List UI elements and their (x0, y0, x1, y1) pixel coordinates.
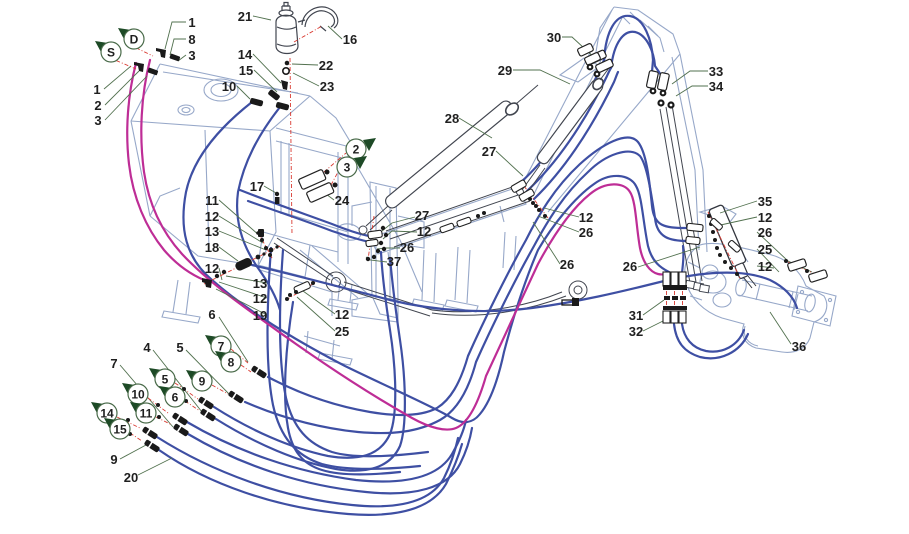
svg-text:36: 36 (792, 339, 806, 354)
svg-text:5: 5 (162, 373, 169, 387)
svg-text:7: 7 (110, 356, 117, 371)
svg-text:17: 17 (250, 179, 264, 194)
svg-text:19: 19 (253, 308, 267, 323)
svg-text:21: 21 (238, 9, 252, 24)
svg-text:12: 12 (335, 307, 349, 322)
svg-text:3: 3 (188, 48, 195, 63)
svg-text:1: 1 (93, 82, 100, 97)
svg-text:6: 6 (172, 391, 179, 405)
svg-text:26: 26 (560, 257, 574, 272)
svg-text:26: 26 (623, 259, 637, 274)
svg-text:33: 33 (709, 64, 723, 79)
svg-text:26: 26 (400, 240, 414, 255)
svg-text:22: 22 (319, 58, 333, 73)
svg-text:34: 34 (709, 79, 724, 94)
svg-text:12: 12 (417, 224, 431, 239)
svg-text:4: 4 (143, 340, 151, 355)
svg-text:10: 10 (222, 79, 236, 94)
svg-text:8: 8 (188, 32, 195, 47)
svg-text:6: 6 (208, 307, 215, 322)
svg-text:23: 23 (320, 79, 334, 94)
svg-text:11: 11 (205, 193, 219, 208)
svg-text:D: D (130, 33, 139, 47)
svg-text:28: 28 (445, 111, 459, 126)
svg-text:37: 37 (387, 254, 401, 269)
svg-text:5: 5 (176, 340, 183, 355)
svg-text:27: 27 (482, 144, 496, 159)
svg-text:26: 26 (758, 225, 772, 240)
svg-text:13: 13 (205, 224, 219, 239)
svg-text:15: 15 (113, 423, 127, 437)
svg-text:25: 25 (758, 242, 772, 257)
svg-text:15: 15 (239, 63, 253, 78)
svg-text:2: 2 (94, 98, 101, 113)
svg-text:8: 8 (228, 356, 235, 370)
svg-text:26: 26 (579, 225, 593, 240)
svg-text:3: 3 (94, 113, 101, 128)
svg-text:14: 14 (100, 407, 114, 421)
svg-text:25: 25 (335, 324, 349, 339)
svg-text:1: 1 (188, 15, 195, 30)
svg-text:3: 3 (344, 161, 351, 175)
svg-text:12: 12 (758, 210, 772, 225)
svg-text:9: 9 (199, 375, 206, 389)
svg-text:12: 12 (579, 210, 593, 225)
svg-text:7: 7 (218, 340, 225, 354)
svg-text:35: 35 (758, 194, 772, 209)
svg-text:27: 27 (415, 208, 429, 223)
svg-text:11: 11 (140, 407, 153, 421)
svg-text:12: 12 (205, 261, 219, 276)
svg-text:18: 18 (205, 240, 219, 255)
svg-text:16: 16 (343, 32, 357, 47)
svg-text:24: 24 (335, 193, 350, 208)
svg-text:9: 9 (110, 452, 117, 467)
svg-text:10: 10 (131, 388, 145, 402)
svg-text:12: 12 (758, 259, 772, 274)
svg-text:29: 29 (498, 63, 512, 78)
svg-text:S: S (107, 46, 115, 60)
svg-text:12: 12 (253, 291, 267, 306)
svg-text:14: 14 (238, 47, 253, 62)
svg-text:30: 30 (547, 30, 561, 45)
svg-text:32: 32 (629, 324, 643, 339)
svg-text:2: 2 (353, 143, 360, 157)
svg-text:20: 20 (124, 470, 138, 485)
svg-text:12: 12 (205, 209, 219, 224)
svg-text:13: 13 (253, 276, 267, 291)
svg-text:31: 31 (629, 308, 643, 323)
